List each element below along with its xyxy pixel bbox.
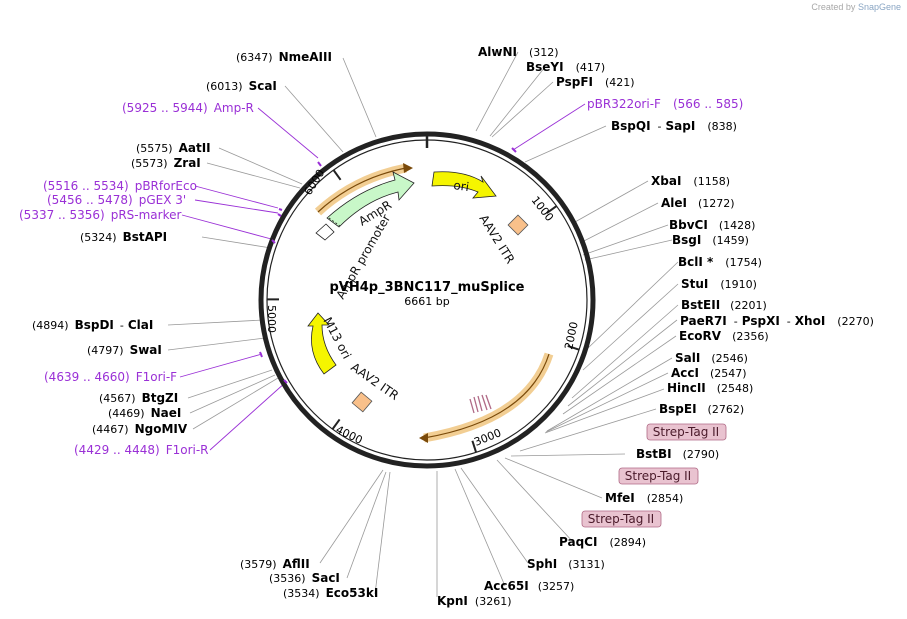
ori-feature[interactable] [431, 171, 497, 199]
ori-label: ori [453, 178, 470, 194]
enzyme-aatii[interactable]: (5575)AatII [136, 141, 211, 155]
strep-tag-label-1: Strep-Tag II [588, 512, 654, 526]
primer-markers [259, 147, 517, 384]
enzyme-leaders [167, 51, 679, 597]
plasmid-backbone [258, 131, 596, 469]
ampr-orf-arrowhead [403, 163, 413, 173]
tick-mark-3000 [471, 440, 478, 453]
enzyme-bcli[interactable]: BclI *(1754) [678, 255, 762, 269]
enzyme-alwni[interactable]: AlwNI(312) [478, 45, 559, 59]
strep-tag-label-3: Strep-Tag II [653, 425, 719, 439]
enzyme-ngomiv[interactable]: (4467)NgoMIV [92, 422, 188, 436]
primer-amp-r[interactable]: (5925 .. 5944)Amp-R [122, 101, 254, 115]
enzyme-alei[interactable]: AleI(1272) [661, 196, 735, 210]
enzyme-sali[interactable]: SalI(2546) [675, 351, 748, 365]
tick-mark-2000 [567, 345, 580, 351]
tick-mark-1000 [546, 205, 558, 214]
enzyme-aflii[interactable]: (3579)AflII [240, 557, 310, 571]
ampr-feature[interactable] [326, 171, 415, 228]
enzyme-mfei[interactable]: MfeI(2854) [605, 491, 683, 505]
enzyme-bsteii[interactable]: BstEII(2201) [681, 298, 767, 312]
m13-ori-feature[interactable] [307, 312, 337, 375]
plasmid-size: 6661 bp [404, 295, 449, 308]
enzyme-bbvci[interactable]: BbvCI(1428) [669, 218, 755, 232]
tick-mark-6000 [332, 169, 342, 181]
tick-6000: 6000 [302, 167, 328, 198]
tick-4000: 4000 [334, 423, 365, 447]
strep-tag-badge-1[interactable]: Strep-Tag II [581, 510, 662, 528]
enzyme-btgzi[interactable]: (4567)BtgZI [99, 391, 178, 405]
enzyme-ecorv[interactable]: EcoRV(2356) [679, 329, 769, 343]
orf-arrowhead [419, 433, 428, 443]
enzyme-bspei[interactable]: BspEI(2762) [659, 402, 744, 416]
enzyme-paer7i-pspxi-xhoi[interactable]: PaeR7I-PspXI-XhoI(2270) [680, 314, 874, 328]
ampr-promoter-feature[interactable] [315, 223, 335, 241]
enzyme-bseyi[interactable]: BseYI(417) [526, 60, 605, 74]
strep-tag-badge-2[interactable]: Strep-Tag II [618, 467, 699, 485]
primer-leaders [179, 103, 586, 451]
aav2-itr-right-label: AAV2 ITR [476, 212, 517, 266]
primer-f1ori-r[interactable]: (4429 .. 4448)F1ori-R [74, 443, 209, 457]
ampr-orf-line [317, 167, 407, 213]
snapgene-credit: Created by SnapGene [811, 2, 901, 12]
enzyme-eco53ki[interactable]: (3534)Eco53kI [283, 586, 378, 600]
enzyme-bspqi-sapi[interactable]: BspQI-SapI(838) [611, 119, 737, 133]
aav2-itr-left-label: AAV2 ITR [348, 360, 401, 403]
aav2-itr-right-feature[interactable] [507, 214, 529, 236]
enzyme-sphi[interactable]: SphI(3131) [527, 557, 605, 571]
enzyme-scai[interactable]: (6013)ScaI [206, 79, 277, 93]
enzyme-hincii[interactable]: HincII(2548) [667, 381, 753, 395]
primer-f1ori-f[interactable]: (4639 .. 4660)F1ori-F [44, 370, 177, 384]
tick-3000: 3000 [472, 426, 503, 449]
enzyme-zrai[interactable]: (5573)ZraI [131, 156, 201, 170]
tick-5000: 5000 [265, 305, 278, 333]
enzyme-swai[interactable]: (4797)SwaI [87, 343, 162, 357]
plasmid-name: pVH4p_3BNC117_muSplice [329, 280, 524, 295]
aav2-itr-left-feature[interactable] [351, 391, 373, 413]
tick-mark-4000 [331, 418, 341, 430]
enzyme-acci[interactable]: AccI(2547) [671, 366, 747, 380]
enzyme-naei[interactable]: (4469)NaeI [108, 406, 181, 420]
tick-2000: 2000 [562, 321, 581, 351]
enzyme-bstbi[interactable]: BstBI(2790) [636, 447, 719, 461]
enzyme-saci[interactable]: (3536)SacI [269, 571, 340, 585]
enzyme-paqci[interactable]: PaqCI(2894) [559, 535, 646, 549]
credit-prefix: Created by [811, 2, 856, 12]
enzyme-bsgi[interactable]: BsgI(1459) [672, 233, 749, 247]
primer-pgex3[interactable]: (5456 .. 5478)pGEX 3' [47, 193, 186, 207]
enzyme-stui[interactable]: StuI(1910) [681, 277, 757, 291]
orf-line [423, 353, 550, 439]
enzyme-kpni[interactable]: KpnI(3261) [437, 594, 511, 608]
enzyme-bstapi[interactable]: (5324)BstAPI [80, 230, 167, 244]
primer-pbr322ori-f[interactable]: pBR322ori-F(566 .. 585) [587, 97, 743, 111]
enzyme-nmeaiii[interactable]: (6347)NmeAIII [236, 50, 332, 64]
enzyme-bspdi-clai[interactable]: (4894)BspDI-ClaI [32, 318, 153, 332]
enzyme-xbai[interactable]: XbaI(1158) [651, 174, 730, 188]
strep-tag-markers[interactable] [469, 394, 492, 414]
primer-prs-marker[interactable]: (5337 .. 5356)pRS-marker [19, 208, 181, 222]
position-ticks [266, 169, 580, 453]
strep-tag-badge-3[interactable]: Strep-Tag II [646, 423, 727, 441]
primer-pbrforeco[interactable]: (5516 .. 5534)pBRforEco [43, 179, 197, 193]
snapgene-logo: SnapGene [857, 2, 901, 12]
enzyme-acc65i[interactable]: Acc65I(3257) [484, 579, 574, 593]
enzyme-pspfi[interactable]: PspFI(421) [556, 75, 635, 89]
strep-tag-label-2: Strep-Tag II [625, 469, 691, 483]
